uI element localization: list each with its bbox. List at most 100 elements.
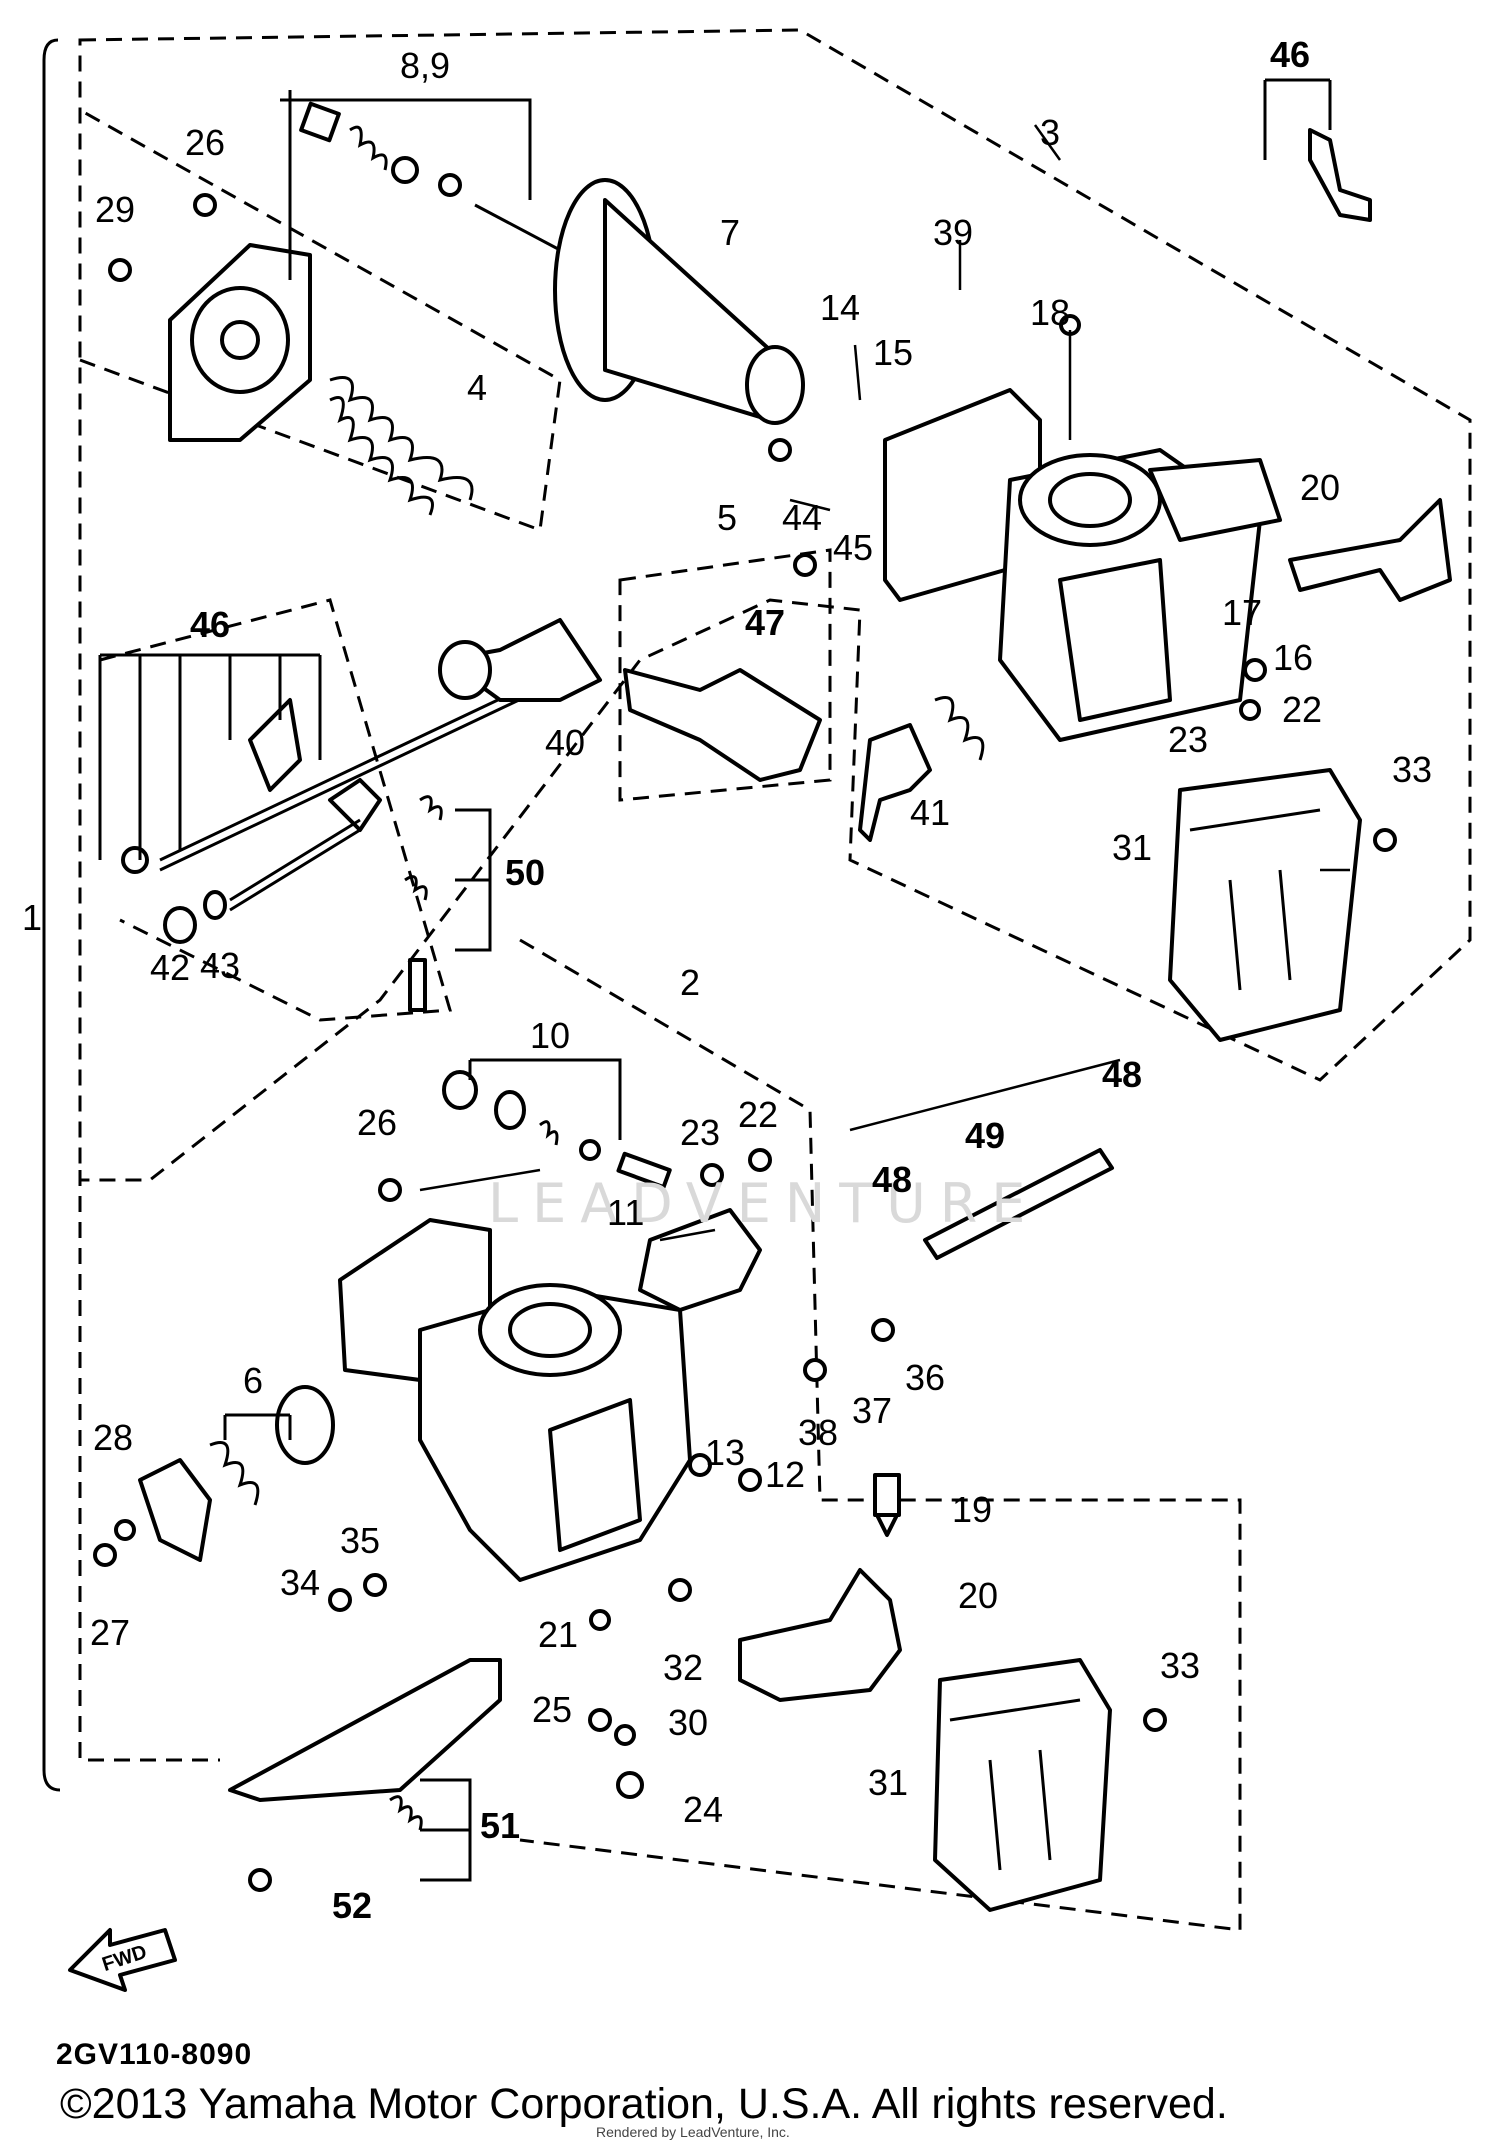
callout-46-lower: 46 <box>190 604 230 645</box>
needle-group-bracket <box>280 90 532 280</box>
callout-16: 16 <box>1273 637 1313 678</box>
callout-22-upper: 22 <box>1282 689 1322 730</box>
callout-33-lower: 33 <box>1160 1645 1200 1686</box>
callout-49: 49 <box>965 1115 1005 1156</box>
washer-icon <box>163 906 197 944</box>
cover-group-outline <box>618 548 832 802</box>
rendered-by-note: Rendered by LeadVenture, Inc. <box>596 2124 790 2140</box>
callout-38: 38 <box>798 1412 838 1453</box>
callout-33-upper: 33 <box>1392 749 1432 790</box>
callout-50: 50 <box>505 852 545 893</box>
callout-23-upper: 23 <box>1168 719 1208 760</box>
spring-icon <box>329 376 474 516</box>
copyright-notice: ©2013 Yamaha Motor Corporation, U.S.A. A… <box>60 2080 1228 2128</box>
callout-25: 25 <box>532 1689 572 1730</box>
callout-32: 32 <box>663 1647 703 1688</box>
screw-icon <box>93 193 1397 1892</box>
callout-26-lower: 26 <box>357 1102 397 1143</box>
part-10-bracket <box>468 1058 622 1140</box>
starter-group-icon <box>229 778 443 1012</box>
callout-31-lower: 31 <box>868 1762 908 1803</box>
callout-17: 17 <box>1222 592 1262 633</box>
bracket-11-icon <box>638 1208 762 1312</box>
part-6-bracket <box>223 1413 292 1440</box>
part-50-bracket <box>455 808 492 952</box>
callout-34: 34 <box>280 1562 320 1603</box>
callout-48-left: 48 <box>872 1159 912 1200</box>
callout-1: 1 <box>22 897 42 938</box>
callout-41: 41 <box>910 792 950 833</box>
lever-group-outline <box>99 598 452 1022</box>
float-lower-icon <box>738 1568 902 1702</box>
callout-24: 24 <box>683 1789 723 1830</box>
callout-44: 44 <box>782 497 822 538</box>
callout-7: 7 <box>720 212 740 253</box>
throttle-shaft-icon <box>159 618 602 872</box>
callout-12: 12 <box>765 1454 805 1495</box>
callout-31-upper: 31 <box>1112 827 1152 868</box>
assembly-bracket <box>42 38 61 1792</box>
callout-8-9: 8,9 <box>400 45 450 86</box>
callout-28: 28 <box>93 1417 133 1458</box>
screw-group-icon <box>442 1070 672 1190</box>
needle-valve-icon <box>873 1473 901 1537</box>
callout-22-lower: 22 <box>738 1094 778 1135</box>
float-bowl-lower-icon <box>933 1658 1112 1912</box>
callout-14: 14 <box>820 287 860 328</box>
callout-21: 21 <box>538 1614 578 1655</box>
callout-35: 35 <box>340 1520 380 1561</box>
callout-18: 18 <box>1030 292 1070 333</box>
link-bracket-icon <box>623 668 822 782</box>
callout-47: 47 <box>745 602 785 643</box>
fwd-arrow-icon: FWD <box>68 1928 177 1992</box>
callout-19: 19 <box>952 1489 992 1530</box>
callout-42: 42 <box>150 947 190 988</box>
callout-36: 36 <box>905 1357 945 1398</box>
watermark-text: LEADVENTURE <box>488 1172 1039 1235</box>
callout-13: 13 <box>705 1432 745 1473</box>
callout-37: 37 <box>852 1390 892 1431</box>
lever-46-group-bracket <box>98 653 322 860</box>
callout-10: 10 <box>530 1015 570 1056</box>
callout-46-upper: 46 <box>1270 34 1310 75</box>
callout-39: 39 <box>933 212 973 253</box>
callout-29: 29 <box>95 189 135 230</box>
callout-6: 6 <box>243 1360 263 1401</box>
washer-icon <box>203 890 227 920</box>
callout-26-upper: 26 <box>185 122 225 163</box>
needle-assembly-icon <box>299 101 561 252</box>
lower-left-outline <box>78 1170 220 1762</box>
callout-45: 45 <box>833 527 873 568</box>
lever-upper-icon <box>1308 128 1372 222</box>
callout-4: 4 <box>467 367 487 408</box>
lever-46-bracket <box>1263 78 1332 160</box>
callout-15: 15 <box>873 332 913 373</box>
callout-51: 51 <box>480 1805 520 1846</box>
callout-20-upper: 20 <box>1300 467 1340 508</box>
callout-30: 30 <box>668 1702 708 1743</box>
washer-icon <box>121 846 149 874</box>
lever-spring-icon <box>858 696 985 842</box>
float-upper-icon <box>1288 498 1452 602</box>
part-51-bracket <box>420 1778 472 1882</box>
callout-52: 52 <box>332 1885 372 1926</box>
joint-pipe-icon <box>923 1148 1114 1260</box>
diagram-code: 2GV110-8090 <box>56 2038 253 2071</box>
piston-group-outline <box>79 108 562 533</box>
piston-diaphragm-icon <box>553 178 805 425</box>
cover-6-icon <box>138 1385 335 1562</box>
callout-5: 5 <box>717 497 737 538</box>
float-bowl-upper-icon <box>1168 768 1362 1042</box>
callout-3: 3 <box>1040 112 1060 153</box>
callout-11: 11 <box>607 1192 644 1233</box>
lower-right-outline <box>519 938 1242 1932</box>
callout-43: 43 <box>200 945 240 986</box>
leader-lines <box>419 124 1350 1242</box>
callout-2: 2 <box>680 962 700 1003</box>
callout-23-lower: 23 <box>680 1112 720 1153</box>
callout-27: 27 <box>90 1612 130 1653</box>
callout-40: 40 <box>545 722 585 763</box>
diaphragm-cover-icon <box>168 243 312 442</box>
